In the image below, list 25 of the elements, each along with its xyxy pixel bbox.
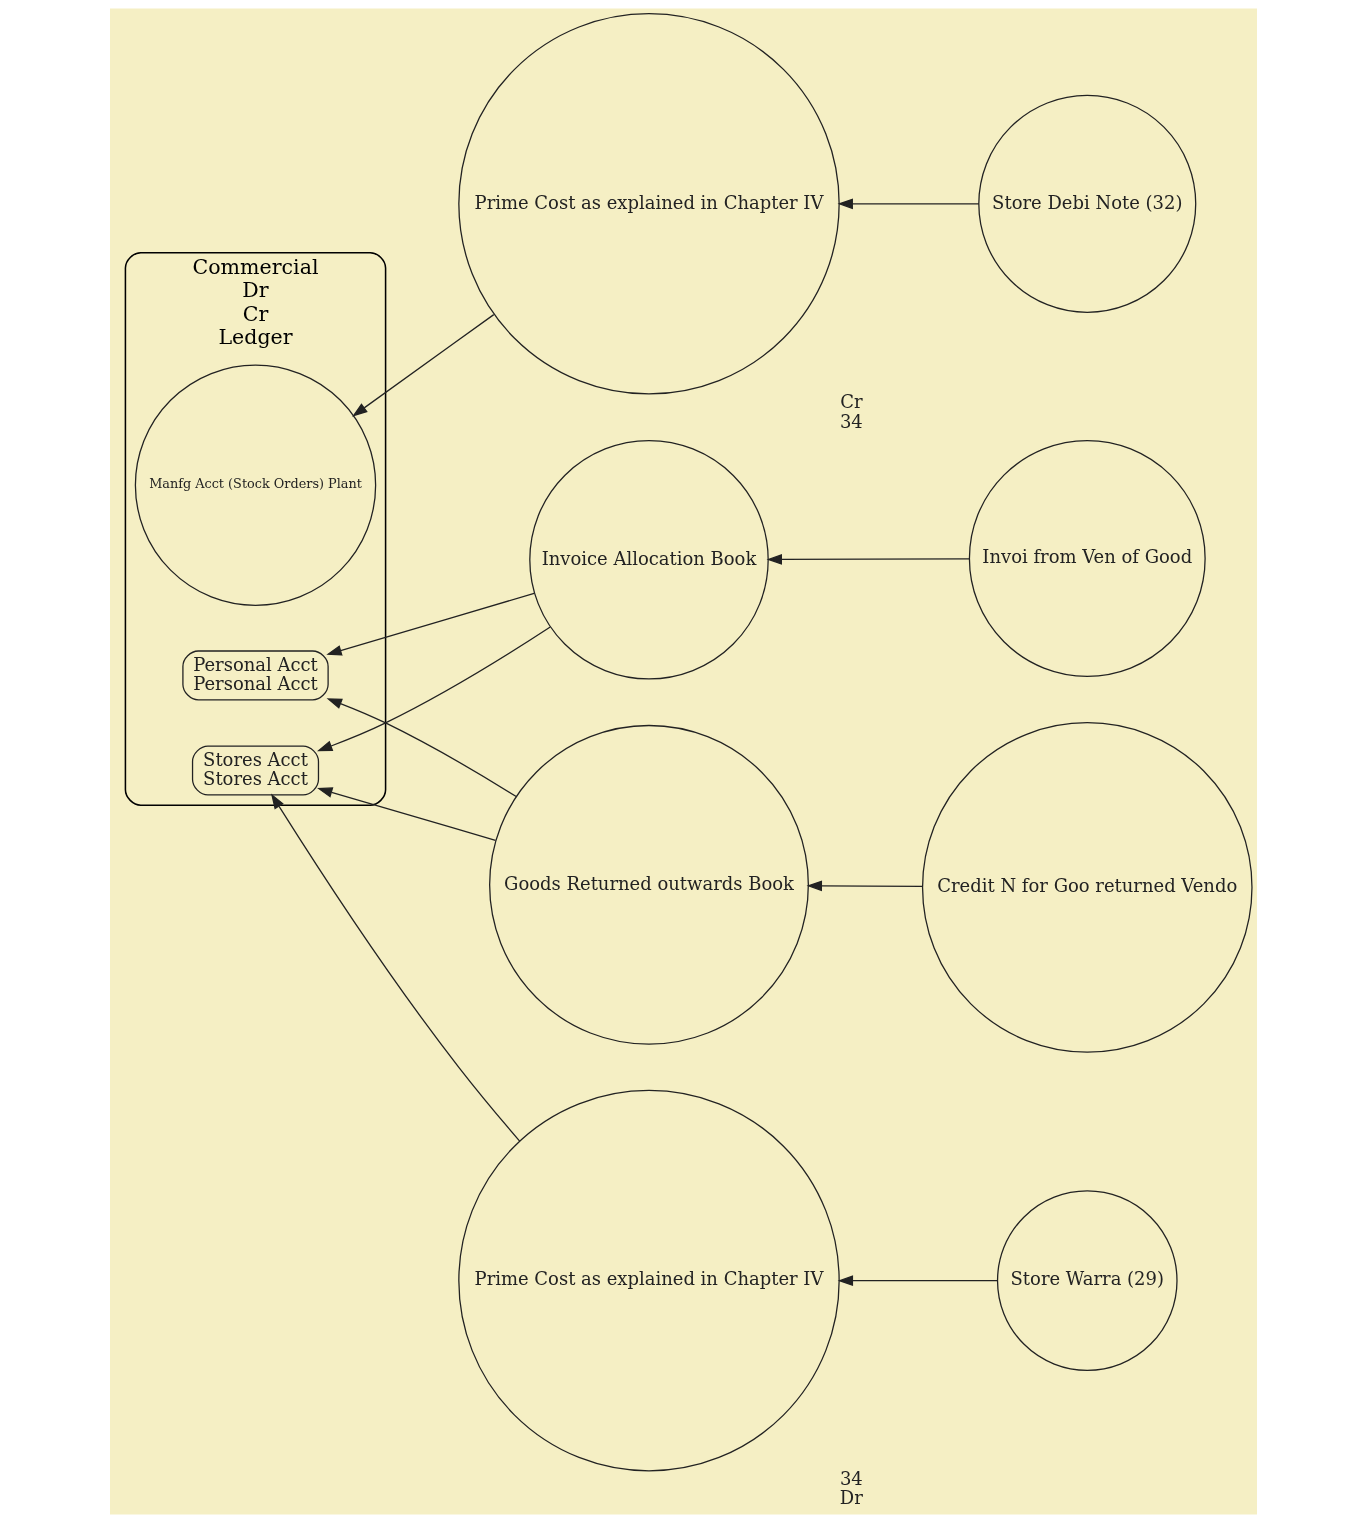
- arrow: [326, 698, 517, 798]
- node-circle: Prime Cost as explained in Chapter IV: [457, 13, 840, 395]
- node-label: Cr: [839, 391, 863, 413]
- arrow: [837, 198, 979, 210]
- node-circle: Goods Returned outwards Book: [488, 724, 809, 1045]
- node-circle: Invoice Allocation Book: [528, 439, 769, 680]
- node-circle: Credit N for Goo returned Vendo: [921, 722, 1253, 1053]
- arrow: [766, 553, 970, 565]
- arrow: [325, 592, 535, 656]
- arrow: [837, 1275, 998, 1287]
- node-circle: Manfg Acct (Stock Orders) Plant: [134, 364, 376, 606]
- node-circle: Invoi from Ven of Good: [968, 440, 1206, 677]
- arrow: [316, 626, 551, 752]
- arrow: [316, 787, 496, 841]
- node-circle: Store Warra (29): [996, 1190, 1178, 1371]
- node-label: 34: [839, 1468, 863, 1490]
- node-label: 34: [839, 410, 863, 432]
- node-label: Dr: [839, 1487, 863, 1509]
- node-box: Personal Acct Personal Acct: [181, 650, 329, 701]
- arrow: [270, 793, 520, 1142]
- arrow: [806, 880, 923, 892]
- arrow: [351, 314, 494, 417]
- node-circle: Store Debi Note (32): [977, 94, 1196, 313]
- node-box: Stores Acct Stores Acct: [191, 745, 319, 796]
- node-circle: Prime Cost as explained in Chapter IV: [457, 1089, 840, 1472]
